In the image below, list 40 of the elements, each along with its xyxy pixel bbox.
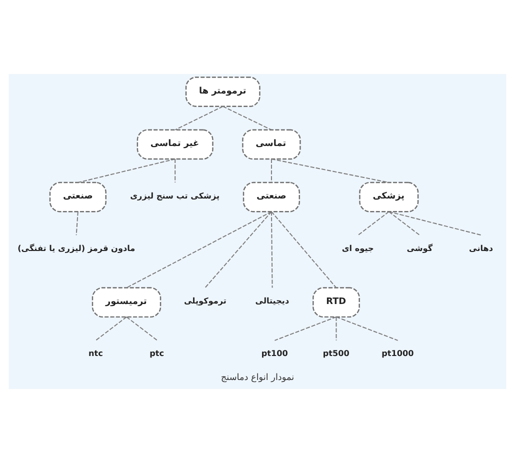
- connector: [126, 316, 158, 341]
- node-text: مادون قرمز (لیزری یا تفنگی): [18, 242, 136, 253]
- connector: [274, 316, 337, 341]
- connector: [204, 211, 272, 288]
- connector: [270, 158, 390, 183]
- node-text: جیوه ای: [342, 242, 374, 253]
- node-text: گوشی: [406, 242, 433, 253]
- connector: [336, 316, 337, 341]
- node-text: pt100: [261, 348, 288, 358]
- connector: [222, 106, 272, 130]
- connector: [174, 106, 224, 130]
- node-text: pt500: [322, 348, 350, 358]
- connector: [270, 211, 337, 288]
- connector: [270, 158, 272, 183]
- connector: [77, 158, 176, 183]
- caption: نمودار انواع دماسنج: [220, 372, 294, 383]
- connector: [126, 211, 272, 288]
- connector: [95, 316, 127, 341]
- node-box: ترمیستور: [92, 287, 162, 318]
- connector: [270, 211, 273, 288]
- connector: [388, 211, 482, 236]
- node-box: غیر تماسی: [136, 129, 214, 160]
- node-box: ترمومتر ها: [185, 76, 260, 107]
- node-text: ptc: [150, 348, 164, 358]
- node-text: دهانی: [469, 242, 494, 253]
- connector: [174, 158, 176, 183]
- connector: [358, 211, 390, 236]
- node-box: تماسی: [242, 129, 301, 160]
- node-text: pt1000: [382, 348, 414, 358]
- node-box: RTD: [312, 287, 360, 318]
- node-text: پزشکی تب سنج لیزری: [130, 190, 220, 200]
- node-text: ntc: [88, 348, 103, 358]
- connector: [76, 211, 78, 236]
- node-text: ترموکوپلی: [184, 296, 226, 306]
- node-box: صنعتی: [49, 182, 106, 212]
- node-text: دیجیتالی: [255, 296, 290, 306]
- node-box: صنعتی: [242, 182, 300, 212]
- connector: [388, 211, 420, 236]
- connector: [336, 316, 398, 341]
- node-box: پزشکی: [359, 182, 419, 212]
